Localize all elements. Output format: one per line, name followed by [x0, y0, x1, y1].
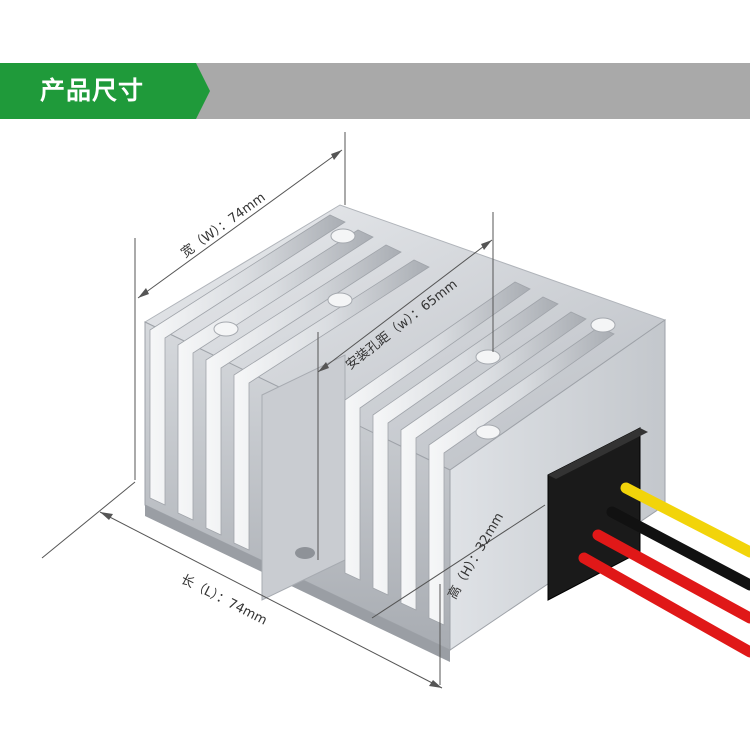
mounting-posts: [213, 228, 616, 440]
section-header-tab: [0, 63, 210, 119]
mounting-hole: [295, 547, 315, 559]
section-title: 产品尺寸: [40, 76, 145, 105]
heatsink-fins-left: [149, 214, 430, 551]
output-wires: [578, 482, 750, 658]
heatsink-fins-right: [344, 281, 615, 626]
width-label: 宽（W）：74mm: [178, 189, 268, 261]
section-header-bar: 产品尺寸: [0, 63, 750, 119]
length-label: 长（L）：74mm: [178, 572, 269, 628]
